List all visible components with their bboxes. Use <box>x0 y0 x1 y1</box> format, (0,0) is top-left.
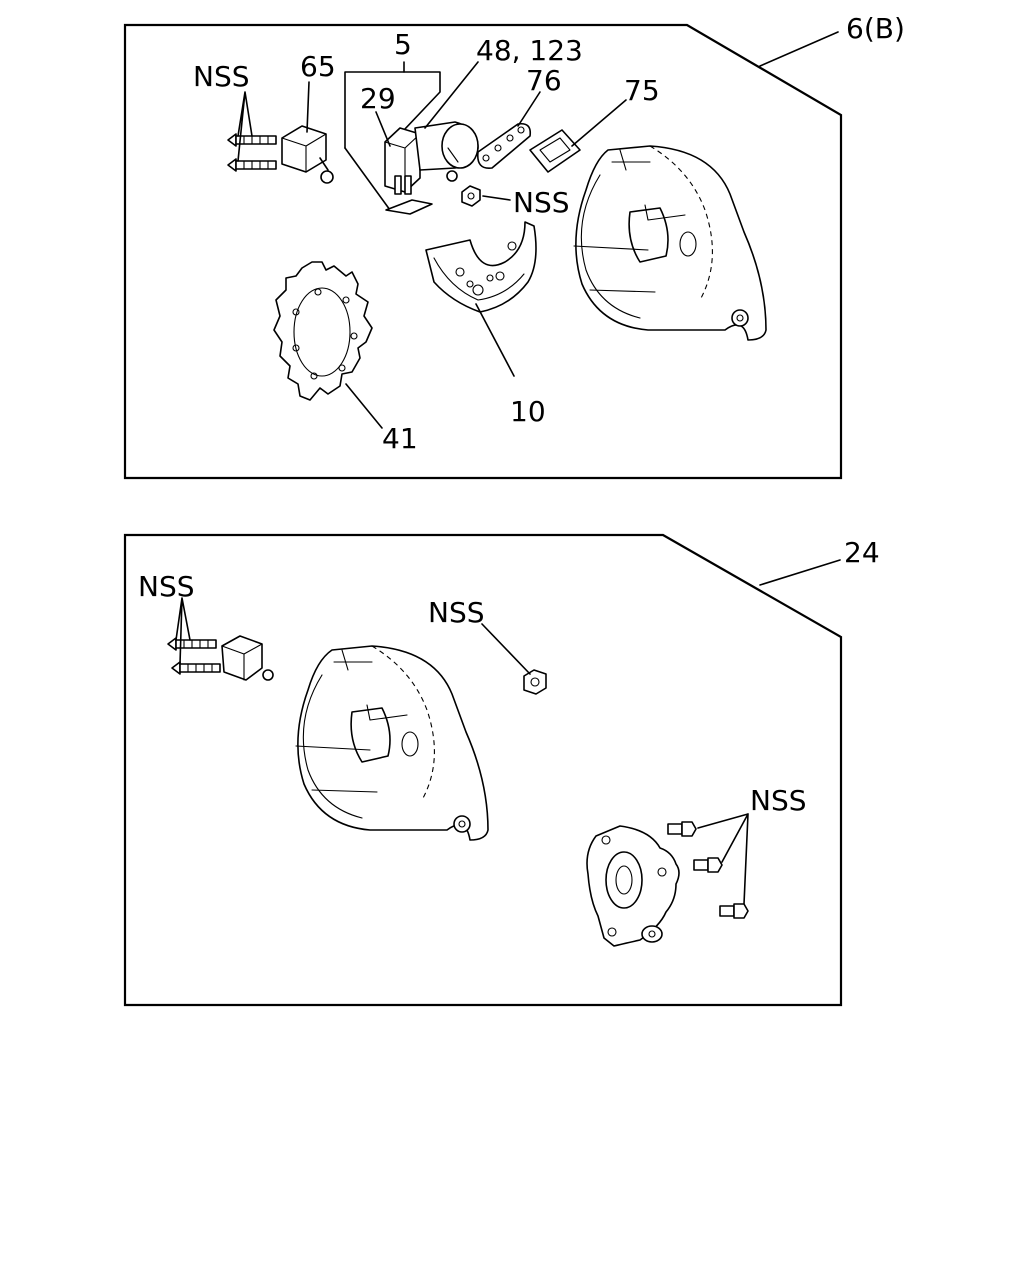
callout-75: 75 <box>624 74 660 107</box>
part-75-gasket <box>529 129 581 173</box>
callout-48-123: 48, 123 <box>476 34 583 67</box>
callout-10: 10 <box>510 395 546 428</box>
callout-nss-nut-lower: NSS <box>428 596 485 629</box>
part-29-brush-holder <box>384 127 433 215</box>
callout-nss-bolts-lower: NSS <box>138 570 195 603</box>
part-65-regulator <box>281 125 334 184</box>
nut-upper <box>461 185 481 207</box>
lower-panel: 24 NSS NSS <box>123 533 880 1007</box>
reference-label-6b: 6(B) <box>846 12 905 45</box>
part-48-123-capacitor <box>414 121 479 182</box>
drive-end-bracket <box>586 825 680 947</box>
callout-76: 76 <box>526 64 562 97</box>
end-frame-housing-lower <box>295 645 489 841</box>
reference-label-24: 24 <box>844 536 880 569</box>
callout-65: 65 <box>300 50 336 83</box>
callout-5: 5 <box>394 28 412 61</box>
nut-lower <box>523 669 547 695</box>
end-frame-housing-upper <box>573 145 767 341</box>
upper-panel: 6(B) NSS 65 5 <box>123 12 905 480</box>
callout-41: 41 <box>382 422 418 455</box>
part-10-rectifier <box>425 221 537 313</box>
part-41-insulator <box>273 261 373 401</box>
screw-set-lower <box>667 821 749 919</box>
part-76-plate <box>476 122 532 169</box>
callout-nss-nut-upper: NSS <box>513 186 570 219</box>
callout-nss-screws-lower: NSS <box>750 784 807 817</box>
bolt-pair-upper <box>227 133 277 172</box>
callout-29: 29 <box>360 82 396 115</box>
bolt-pair-lower <box>167 637 221 675</box>
callout-nss-bolts-upper: NSS <box>193 60 250 93</box>
terminal-block-lower <box>221 635 274 681</box>
